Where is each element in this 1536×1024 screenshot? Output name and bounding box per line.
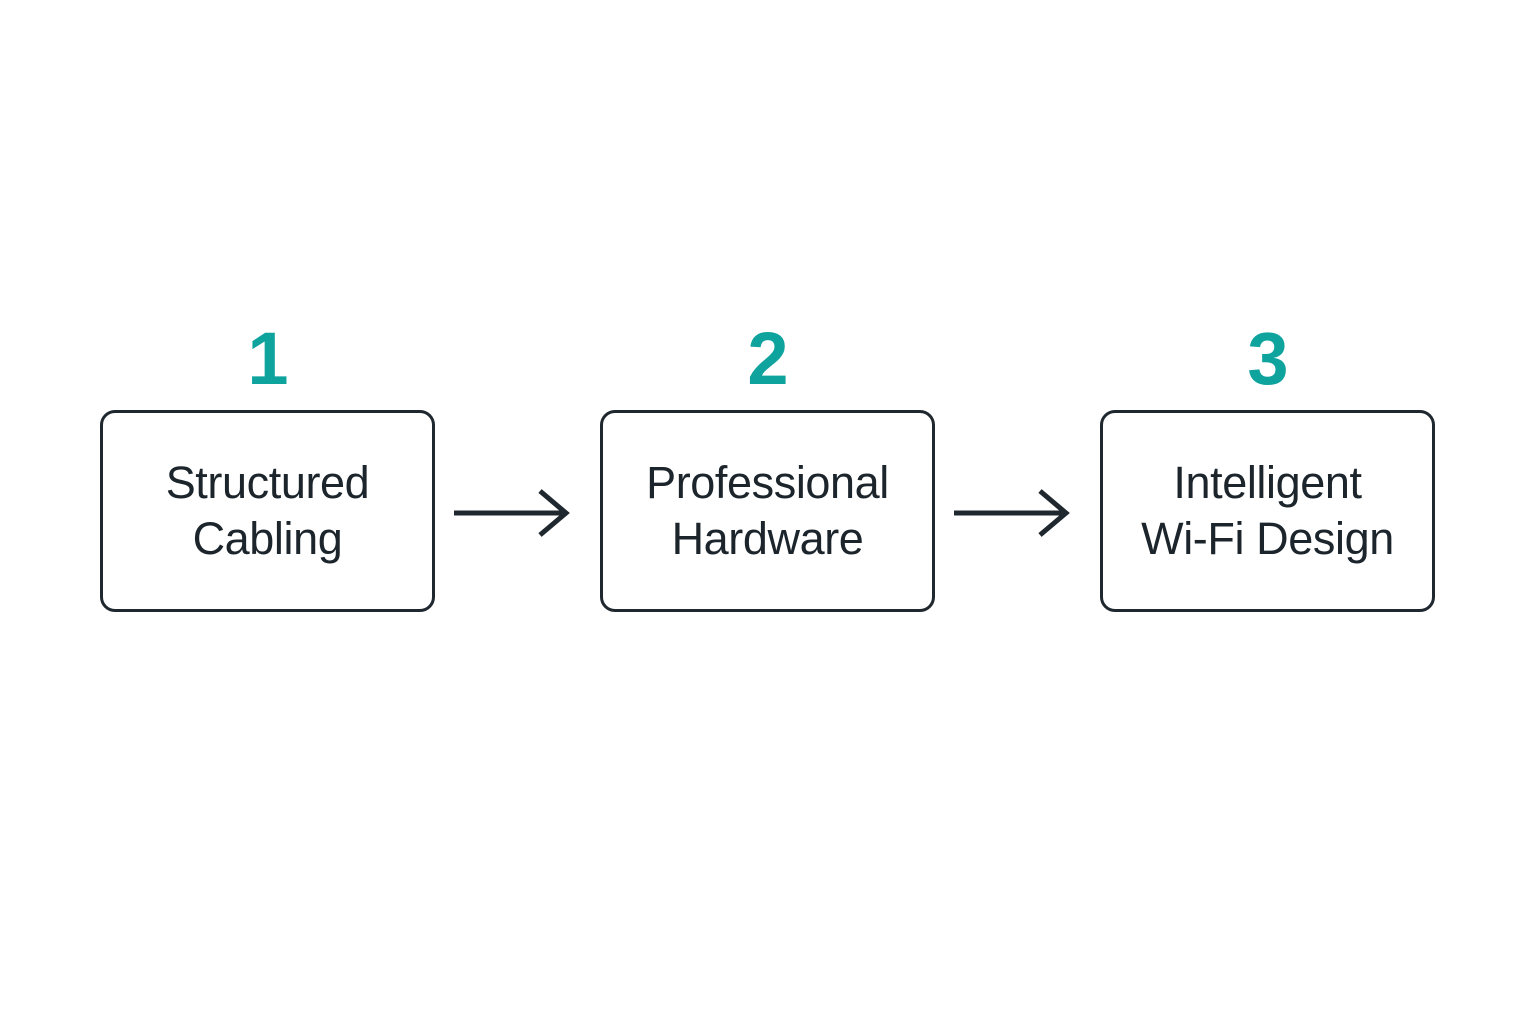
step-label-2: Professional Hardware xyxy=(646,456,889,564)
connector-arrow-1 xyxy=(452,483,572,543)
connector-arrow-2 xyxy=(952,483,1072,543)
arrow-right-icon xyxy=(454,489,570,537)
arrow-right-icon xyxy=(954,489,1070,537)
step-box-3[interactable]: Intelligent Wi-Fi Design xyxy=(1100,410,1435,612)
step-label-3: Intelligent Wi-Fi Design xyxy=(1141,456,1394,564)
step-box-1[interactable]: Structured Cabling xyxy=(100,410,435,612)
step-label-1: Structured Cabling xyxy=(165,456,370,564)
step-number-3: 3 xyxy=(1247,317,1288,400)
step-box-2[interactable]: Professional Hardware xyxy=(600,410,935,612)
step-number-2: 2 xyxy=(747,317,788,400)
step-number-1: 1 xyxy=(247,317,288,400)
